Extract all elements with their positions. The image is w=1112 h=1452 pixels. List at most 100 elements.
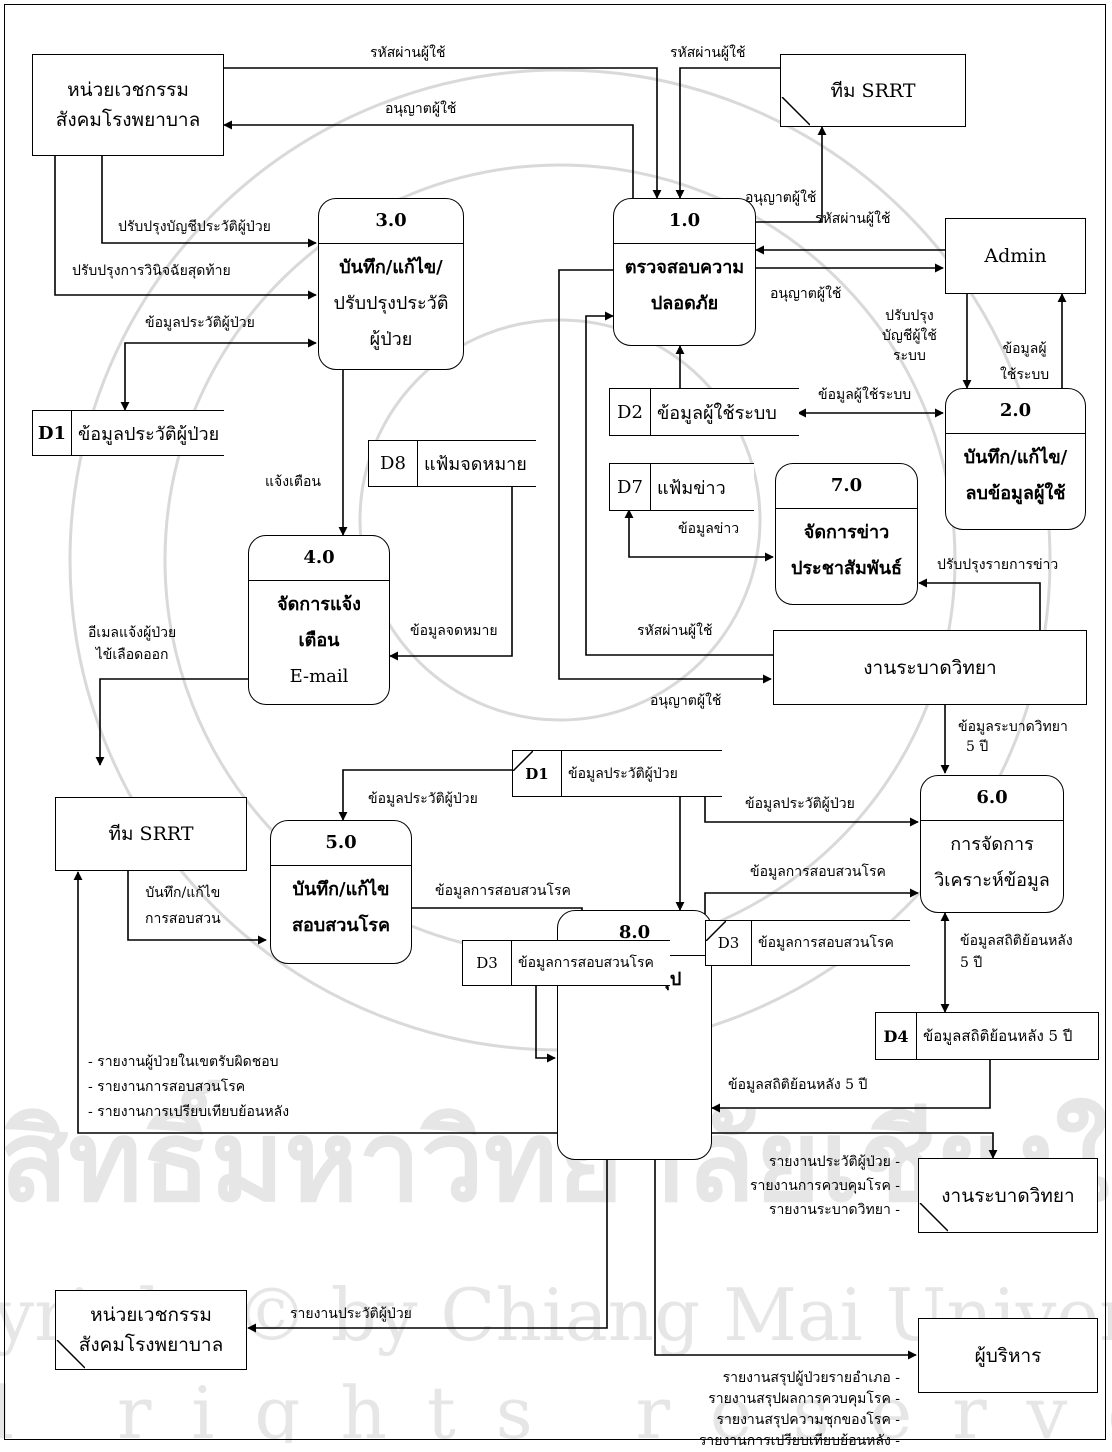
process-name: สอบสวนโรค [292, 915, 390, 936]
label-stats-p6: ข้อมูลสถิติย้อนหลัง 5 ปี [960, 930, 1073, 974]
process-name: ลบข้อมูลผู้ใช้ [965, 483, 1066, 504]
process-3: 3.0 บันทึก/แก้ไข/ปรับปรุงประวัติผู้ป่วย [318, 198, 464, 370]
label-patient-history: ข้อมูลประวัติผู้ป่วย [145, 315, 255, 331]
label-line: 5 ปี [966, 739, 989, 755]
process-name: E-mail [289, 666, 349, 687]
label-permit: อนุญาตผู้ใช้ [745, 190, 817, 206]
store-id: D1 [513, 751, 562, 796]
process-id: 2.0 [946, 389, 1085, 434]
process-name: ปรับปรุงประวัติ [333, 293, 449, 314]
flow-reports-exec [654, 1158, 917, 1360]
flow-reports-srrt [73, 871, 557, 1134]
entity-label: หน่วยเวชกรรม [90, 1304, 212, 1326]
flow-d1-p3 [120, 338, 317, 411]
process-name: บันทึก/แก้ไข/ [339, 257, 443, 278]
flow-permit-b [752, 126, 827, 223]
label-investigation-p6: ข้อมูลการสอบสวนโรค [750, 864, 886, 880]
flow-password-b [675, 67, 780, 199]
label-user-data-store: ข้อมูลผู้ใช้ระบบ [818, 387, 912, 403]
entity-corner [919, 1203, 948, 1232]
label-patient-history-p5: ข้อมูลประวัติผู้ป่วย [368, 791, 478, 807]
label-line: - รายงานการสอบสวนโรค [88, 1079, 246, 1095]
label-report-history: รายงานประวัติผู้ป่วย [290, 1306, 412, 1322]
entity-label: หน่วยเวชกรรม [67, 79, 189, 101]
store-id: D1 [33, 411, 72, 455]
label-password: รหัสผ่านผู้ใช้ [637, 623, 713, 639]
label-patient-history-p6: ข้อมูลประวัติผู้ป่วย [745, 796, 855, 812]
label-user-data-admin: ข้อมูลผู้ ใช้ระบบ [1000, 336, 1049, 388]
label-line: - รายงานผู้ป่วยในเขตรับผิดชอบ [88, 1054, 279, 1070]
process-id: 4.0 [249, 536, 389, 581]
entity-executive: ผู้บริหาร [918, 1318, 1098, 1393]
diagram-frame [4, 4, 1106, 1440]
label-permit: อนุญาตผู้ใช้ [770, 286, 842, 302]
store-d1-top: D1 ข้อมูลประวัติผู้ป่วย [32, 410, 224, 456]
entity-label: ผู้บริหาร [974, 1344, 1042, 1367]
label-password: รหัสผ่านผู้ใช้ [670, 45, 746, 61]
store-name: ข้อมูลการสอบสวนโรค [518, 955, 654, 971]
entity-label: Admin [984, 245, 1047, 267]
label-line: ระบบ [893, 348, 926, 364]
flow-report-history [247, 1158, 608, 1333]
label-update-diagnosis: ปรับปรุงการวินิจฉัยสุดท้าย [72, 263, 231, 279]
process-5: 5.0 บันทึก/แก้ไขสอบสวนโรค [270, 820, 412, 964]
store-name: ข้อมูลสถิติย้อนหลัง 5 ปี [923, 1027, 1073, 1045]
entity-label: สังคมโรงพยาบาล [78, 1334, 224, 1356]
process-name: บันทึก/แก้ไข/ [963, 447, 1068, 468]
label-email-patient: อีเมลแจ้งผู้ป่วย ไข้เลือดออก [88, 622, 176, 666]
entity-srrt-left: ทีม SRRT [55, 797, 247, 871]
process-2: 2.0 บันทึก/แก้ไข/ลบข้อมูลผู้ใช้ [945, 388, 1086, 530]
label-line: รายงานสรุปผู้ป่วยรายอำเภอ - [722, 1370, 900, 1386]
store-name: ข้อมูลการสอบสวนโรค [758, 935, 894, 951]
process-name: ปลอดภัย [650, 293, 719, 314]
label-investigation-p5: ข้อมูลการสอบสวนโรค [435, 883, 571, 899]
flow-permit-a [223, 120, 634, 198]
store-id: D2 [610, 389, 651, 435]
process-7: 7.0 จัดการข่าวประชาสัมพันธ์ [775, 463, 918, 605]
store-corner [706, 921, 726, 941]
label-line: รายงานการควบคุมโรค - [749, 1178, 900, 1194]
label-password: รหัสผ่านผู้ใช้ [815, 211, 891, 227]
process-name: เตือน [298, 630, 340, 651]
process-id: 1.0 [614, 199, 755, 244]
entity-admin: Admin [945, 218, 1086, 294]
store-name: ข้อมูลประวัติผู้ป่วย [78, 423, 220, 445]
label-stats-p8: ข้อมูลสถิติย้อนหลัง 5 ปี [728, 1077, 868, 1093]
label-epi-data: ข้อมูลระบาดวิทยา 5 ปี [958, 717, 1068, 757]
process-1: 1.0 ตรวจสอบความปลอดภัย [613, 198, 756, 346]
flow-reports-epi [712, 1132, 998, 1159]
flow-d1-p5 [338, 769, 512, 821]
store-corner [513, 751, 533, 771]
flow-password-a [222, 67, 662, 199]
store-name: ข้อมูลประวัติผู้ป่วย [568, 765, 678, 782]
store-id: D3 [463, 941, 512, 985]
store-id: D8 [369, 441, 418, 486]
entity-label: งานระบาดวิทยา [941, 1184, 1075, 1207]
label-permit: อนุญาตผู้ใช้ [650, 693, 722, 709]
label-line: บัญชีผู้ใช้ [882, 328, 937, 344]
label-reports-epi: รายงานประวัติผู้ป่วย - รายงานการควบคุมโร… [738, 1150, 900, 1222]
process-name: ประชาสัมพันธ์ [790, 558, 903, 579]
flow-update-diagnosis [54, 156, 317, 300]
label-permit: อนุญาตผู้ใช้ [385, 101, 457, 117]
label-line: รายงานสรุปความชุกของโรค - [716, 1412, 901, 1428]
label-line: - รายงานการเปรียบเทียบย้อนหลัง [88, 1104, 290, 1120]
store-d7: D7 แฟ้มข่าว [609, 463, 754, 511]
store-d1-mid: D1 ข้อมูลประวัติผู้ป่วย [512, 750, 722, 797]
entity-corner [56, 1340, 85, 1369]
store-name: แฟ้มจดหมาย [424, 454, 527, 475]
entity-corner [781, 97, 810, 126]
process-id: 7.0 [776, 464, 917, 509]
flow-record-investigation [127, 870, 267, 945]
flow-d3-p8 [535, 962, 556, 1063]
entity-epidemiology-bottom: งานระบาดวิทยา [918, 1158, 1098, 1233]
label-alert: แจ้งเตือน [265, 474, 321, 490]
label-line: ข้อมูลสถิติย้อนหลัง [960, 933, 1073, 949]
entity-social-work-top: หน่วยเวชกรรม สังคมโรงพยาบาล [32, 54, 224, 156]
label-line: รายงานสรุปผลการควบคุมโรค - [708, 1391, 900, 1407]
entity-label: งานระบาดวิทยา [863, 656, 997, 679]
store-id: D4 [876, 1013, 917, 1059]
store-d4: D4 ข้อมูลสถิติย้อนหลัง 5 ปี [875, 1012, 1099, 1060]
